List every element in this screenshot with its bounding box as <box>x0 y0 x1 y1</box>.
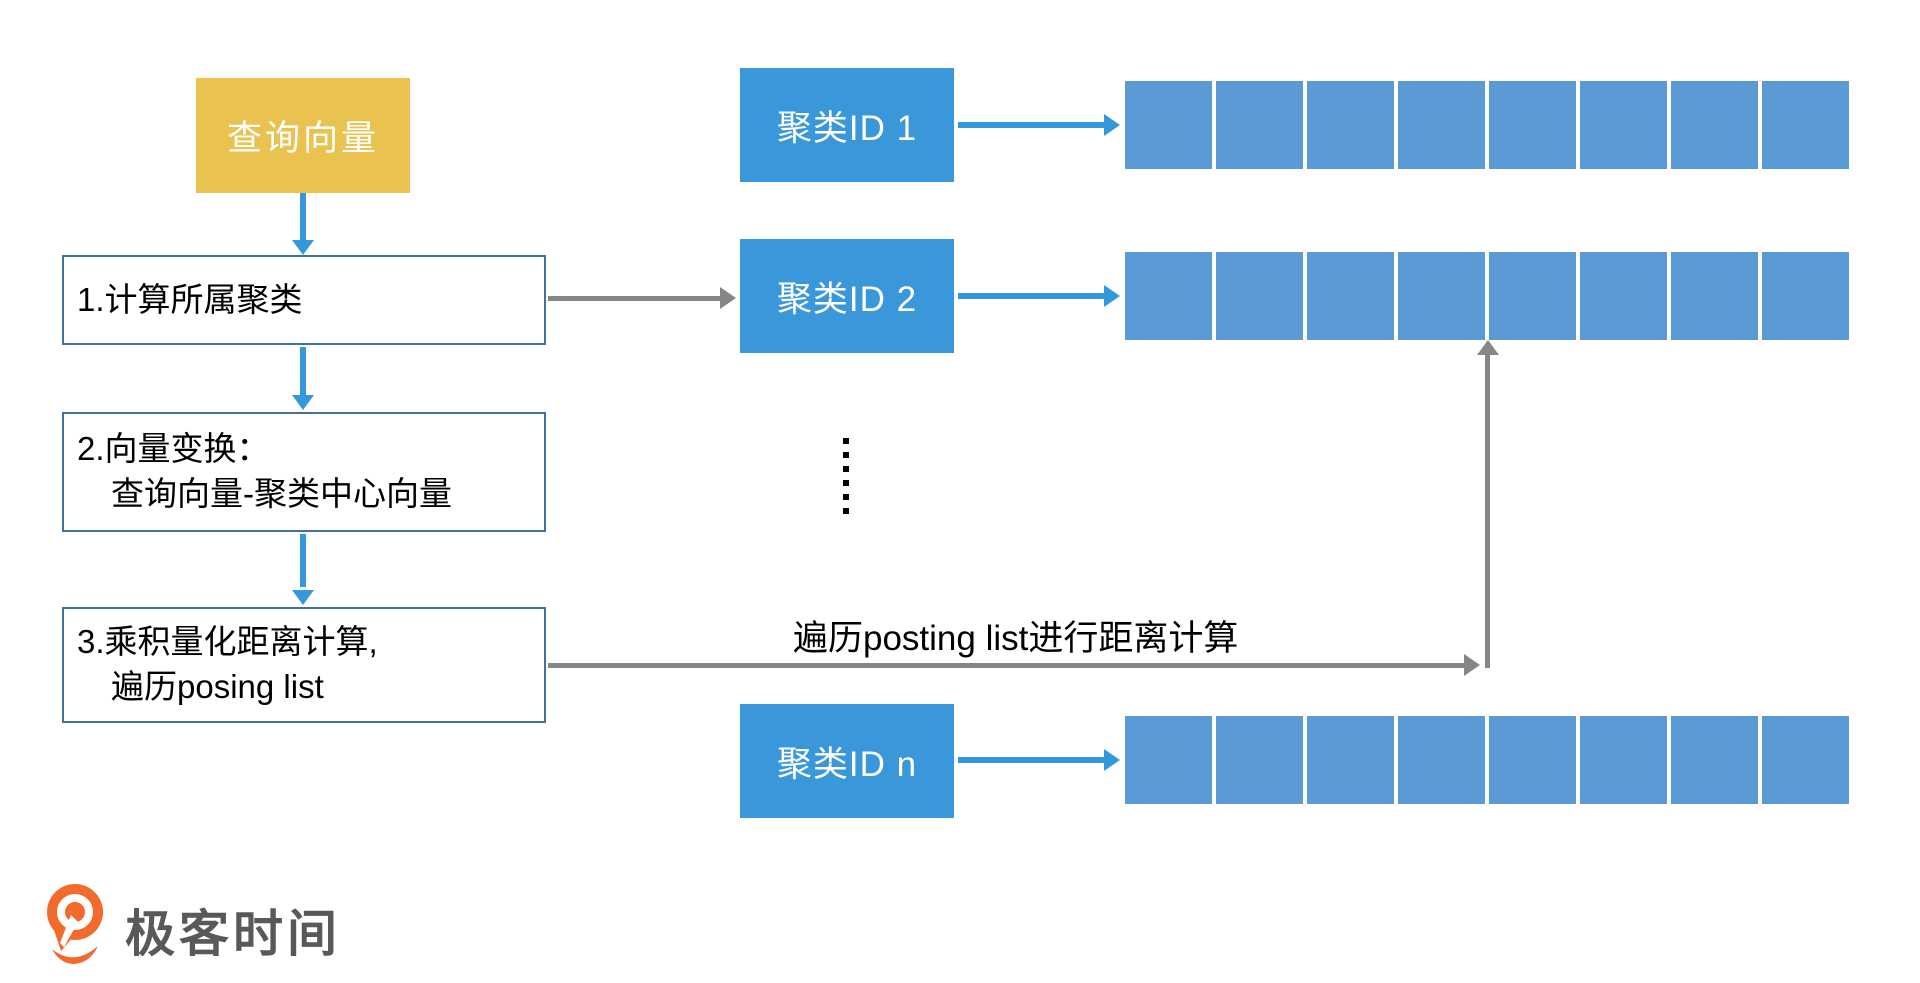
arrow-step2-to-step3-line <box>300 534 306 587</box>
posting-list-row-2 <box>1125 252 1849 340</box>
posting-cell <box>1216 716 1303 804</box>
posting-cell <box>1216 81 1303 169</box>
posting-cell <box>1125 81 1212 169</box>
posting-cell <box>1125 252 1212 340</box>
posting-list-row-1 <box>1125 81 1849 169</box>
posting-cell <box>1398 716 1485 804</box>
geektime-logo-text: 极客时间 <box>125 906 341 962</box>
step3-line1: 3.乘积量化距离计算, <box>77 623 378 661</box>
posting-cell <box>1671 81 1758 169</box>
posting-cell <box>1307 252 1394 340</box>
ellipsis-dot <box>843 480 849 486</box>
step1-line1: 1.计算所属聚类 <box>77 280 303 318</box>
cluster-id-1-label: 聚类ID 1 <box>776 108 918 148</box>
posting-cell <box>1216 252 1303 340</box>
posting-cell <box>1671 252 1758 340</box>
posting-cell <box>1762 81 1849 169</box>
geektime-logo: 极客时间 <box>45 883 341 969</box>
arrow-step1-to-step2-head <box>292 395 314 410</box>
arrow-step2-to-step3-head <box>292 590 314 605</box>
vertical-ellipsis <box>843 438 849 514</box>
ellipsis-dot <box>843 438 849 444</box>
query-vector-label: 查询向量 <box>226 119 379 158</box>
step3-box: 3.乘积量化距离计算, 遍历posing list <box>62 607 546 723</box>
cluster-id-n-box: 聚类ID n <box>740 704 954 818</box>
posting-cell <box>1580 252 1667 340</box>
arrow-traverse-vertical-head <box>1477 340 1499 355</box>
step2-box: 2.向量变换： 查询向量-聚类中心向量 <box>62 412 546 532</box>
cluster-id-1-box: 聚类ID 1 <box>740 68 954 182</box>
arrow-clustern-to-rown-line <box>958 757 1104 763</box>
arrow-cluster2-to-row2-head <box>1104 285 1120 307</box>
geektime-logo-icon <box>47 884 103 964</box>
posting-cell <box>1307 716 1394 804</box>
ellipsis-dot <box>843 466 849 472</box>
posting-cell <box>1489 81 1576 169</box>
posting-cell <box>1125 716 1212 804</box>
cluster-id-n-label: 聚类ID n <box>776 744 918 784</box>
step2-line1: 2.向量变换： <box>77 430 270 468</box>
posting-list-row-n <box>1125 716 1849 804</box>
posting-cell <box>1671 716 1758 804</box>
arrow-cluster2-to-row2-line <box>958 293 1104 299</box>
posting-cell <box>1489 252 1576 340</box>
arrow-traverse-horizontal-head <box>1464 654 1480 676</box>
step1-box: 1.计算所属聚类 <box>62 255 546 345</box>
arrow-cluster1-to-row1-line <box>958 122 1104 128</box>
step3-line2: 遍历posing list <box>111 668 324 705</box>
ellipsis-dot <box>843 452 849 458</box>
posting-cell <box>1398 81 1485 169</box>
arrow-traverse-vertical-line <box>1485 352 1490 668</box>
cluster-id-2-box: 聚类ID 2 <box>740 239 954 353</box>
arrow-cluster1-to-row1-head <box>1104 114 1120 136</box>
step2-line2: 查询向量-聚类中心向量 <box>111 475 452 512</box>
query-vector-box: 查询向量 <box>196 78 410 193</box>
ellipsis-dot <box>843 494 849 500</box>
posting-cell <box>1580 716 1667 804</box>
traverse-label: 遍历posting list进行距离计算 <box>793 619 1239 658</box>
posting-cell <box>1580 81 1667 169</box>
arrow-step1-to-step2-line <box>300 347 306 397</box>
posting-cell <box>1489 716 1576 804</box>
arrow-clustern-to-rown-head <box>1104 749 1120 771</box>
posting-cell <box>1307 81 1394 169</box>
posting-cell <box>1762 252 1849 340</box>
cluster-id-2-label: 聚类ID 2 <box>776 279 918 319</box>
arrow-query-to-step1-head <box>292 240 314 255</box>
ellipsis-dot <box>843 508 849 514</box>
arrow-traverse-horizontal-line <box>548 663 1466 668</box>
arrow-step1-to-cluster2-line <box>548 296 722 301</box>
posting-cell <box>1398 252 1485 340</box>
arrow-step1-to-cluster2-head <box>720 287 736 309</box>
posting-cell <box>1762 716 1849 804</box>
arrow-query-to-step1-line <box>300 193 306 242</box>
